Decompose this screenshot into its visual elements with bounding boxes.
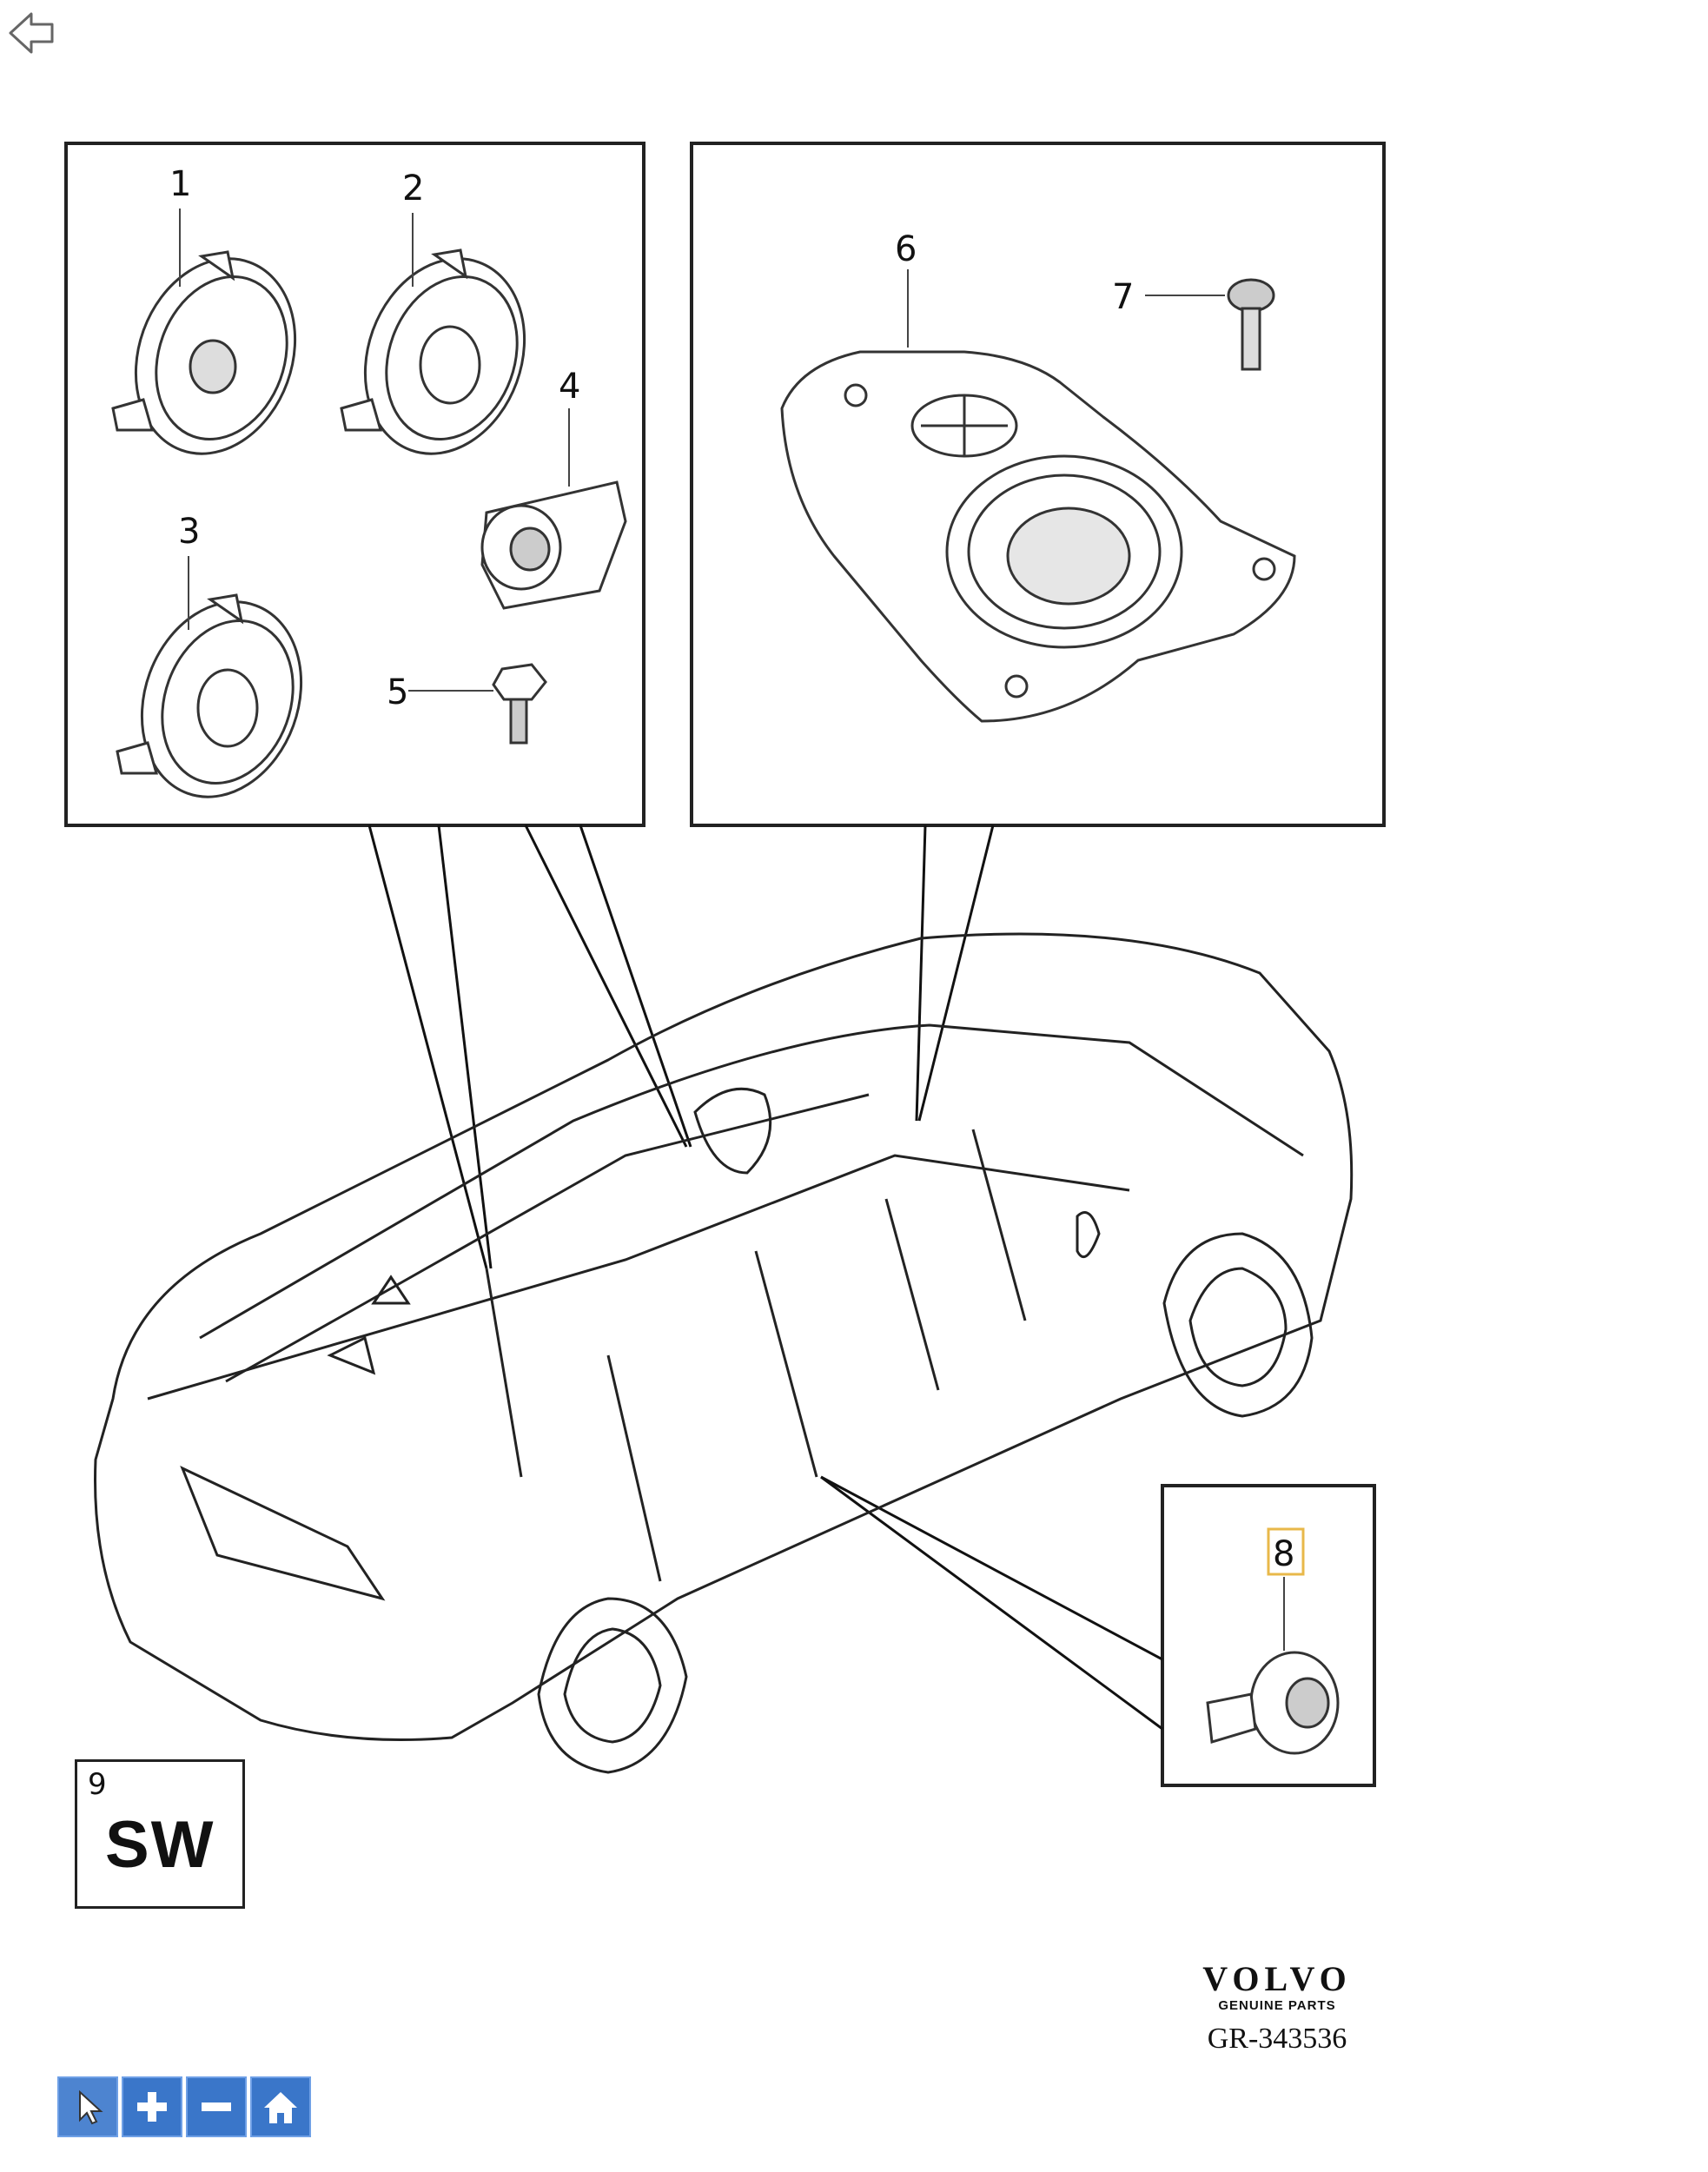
sw-panel: 9 SW [75, 1759, 245, 1909]
callout-lines [179, 209, 1285, 1651]
zoom-in-button[interactable] [122, 2076, 182, 2137]
diagram-id: GR-343536 [1207, 2023, 1347, 2055]
leader-lines [367, 824, 1163, 1731]
back-arrow-icon [9, 12, 54, 54]
tweeter-4-drawing [480, 480, 627, 610]
car-drawing [94, 932, 1354, 1774]
home-button[interactable] [250, 2076, 311, 2137]
volvo-logo: VOLVO GENUINE PARTS [1190, 1959, 1364, 2014]
speaker-detail-box-right [690, 142, 1386, 827]
sw-panel-number[interactable]: 9 [88, 1767, 107, 1802]
sensor-8-drawing [1206, 1651, 1340, 1755]
back-arrow-button[interactable] [5, 7, 57, 59]
home-icon [264, 2092, 297, 2123]
select-tool-button[interactable] [57, 2076, 118, 2137]
brand-name: VOLVO [1202, 1959, 1352, 1998]
callout-6[interactable]: 6 [895, 229, 917, 269]
callout-4[interactable]: 4 [559, 367, 580, 407]
speaker-detail-box-left [64, 142, 645, 827]
callout-7[interactable]: 7 [1112, 277, 1134, 317]
zoom-out-button[interactable] [186, 2076, 247, 2137]
center-speaker-6-drawing [780, 350, 1296, 723]
callout-8[interactable]: 8 [1273, 1534, 1294, 1574]
viewer-toolbar [57, 2076, 311, 2139]
highlight-box [1267, 1527, 1305, 1576]
callout-2[interactable]: 2 [402, 169, 424, 209]
speaker-1-drawing [111, 250, 297, 455]
speaker-2-drawing [340, 248, 526, 455]
brand-subtitle: GENUINE PARTS [1218, 1998, 1336, 2013]
sw-panel-text: SW [105, 1808, 215, 1882]
callout-5[interactable]: 5 [387, 672, 408, 712]
screw-7-drawing [1227, 278, 1275, 371]
callout-1[interactable]: 1 [169, 164, 191, 204]
minus-icon [202, 2102, 231, 2111]
sensor-detail-box [1161, 1484, 1376, 1787]
callout-3[interactable]: 3 [178, 512, 200, 552]
pointer-icon [79, 2089, 103, 2125]
speaker-3-drawing [116, 593, 303, 798]
plus-icon [137, 2092, 167, 2122]
screw-5-drawing [492, 663, 547, 745]
